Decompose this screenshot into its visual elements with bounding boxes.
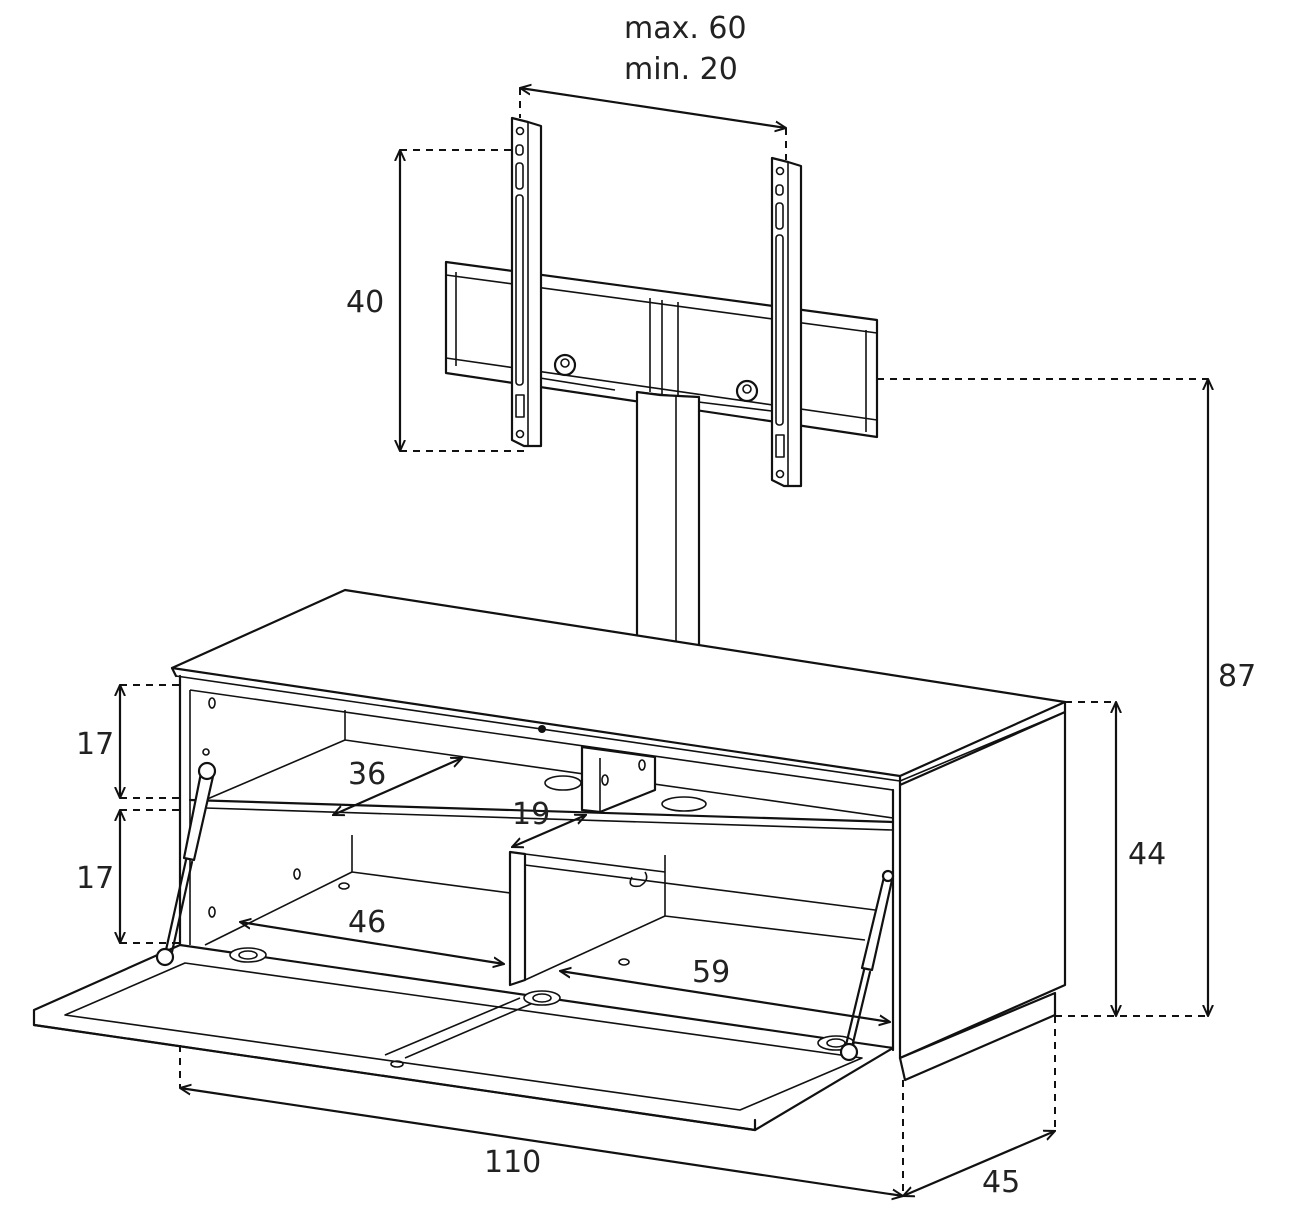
gas-strut-right <box>839 869 895 1062</box>
divider-depth-label: 19 <box>512 797 550 832</box>
vesa-bracket-left <box>510 116 543 448</box>
cabinet-side <box>898 710 1067 1060</box>
lower-right-width-label: 59 <box>692 955 730 990</box>
upper-divider <box>580 745 657 814</box>
bolt-right <box>735 379 759 403</box>
dimension-lines <box>120 88 1208 1196</box>
hinge-left <box>229 947 267 963</box>
vesa-min-label: min. 20 <box>624 52 738 87</box>
vesa-bracket-right <box>770 156 803 488</box>
lower-divider <box>508 850 527 987</box>
gas-strut-left <box>155 748 217 967</box>
vesa-max-label: max. 60 <box>624 11 747 46</box>
cabinet <box>170 588 1067 1082</box>
cabinet-height-label: 44 <box>1128 837 1166 872</box>
depth-label: 45 <box>982 1165 1020 1200</box>
width-label: 110 <box>484 1145 541 1180</box>
upper-shelf <box>204 739 894 819</box>
bolt-left <box>553 353 577 377</box>
support-column <box>635 390 701 665</box>
lower-left-width-label: 46 <box>348 905 386 940</box>
tv-mount <box>444 116 879 665</box>
total-height-label: 87 <box>1218 659 1256 694</box>
upper-shelf-depth-label: 36 <box>348 757 386 792</box>
cabinet-top <box>170 588 1067 778</box>
bracket-height-label: 40 <box>346 285 384 320</box>
upper-compartment-label: 17 <box>76 727 114 762</box>
lower-compartment-label: 17 <box>76 861 114 896</box>
cabinet-flap <box>32 943 895 1132</box>
hinge-center <box>523 990 561 1006</box>
dimension-labels: max. 60 min. 20 40 87 44 17 17 36 19 46 … <box>76 11 1256 1200</box>
